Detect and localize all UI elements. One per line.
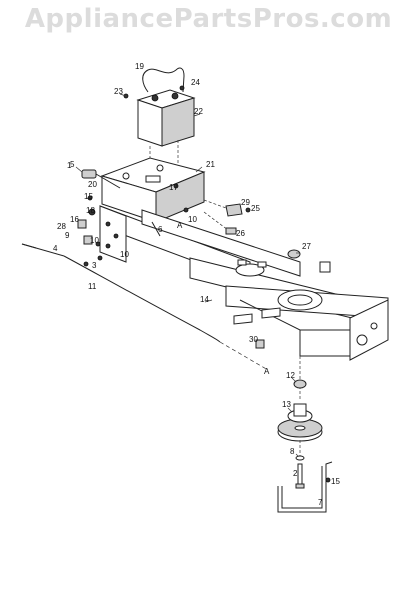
callout-17: 17 xyxy=(169,183,178,192)
callout-6: 6 xyxy=(158,225,163,234)
idler-pulley xyxy=(293,379,307,389)
right-bracket xyxy=(225,203,251,235)
callout-22: 22 xyxy=(194,107,203,116)
callout-7: 7 xyxy=(318,498,323,507)
bolt xyxy=(295,463,305,489)
callout-23: 23 xyxy=(114,87,123,96)
main-frame xyxy=(99,205,389,361)
callout-25: 25 xyxy=(251,204,260,213)
callout-24: 24 xyxy=(191,78,200,87)
front-bracket xyxy=(99,205,127,263)
callout-28: 28 xyxy=(57,222,66,231)
deck-lift-rod xyxy=(21,243,269,371)
callout-13: 13 xyxy=(282,400,291,409)
battery xyxy=(136,89,196,147)
callout-12: 12 xyxy=(286,371,295,380)
battery-cable xyxy=(142,67,185,93)
callout-14: 14 xyxy=(200,295,209,304)
callout-15: 15 xyxy=(84,192,93,201)
callout-15: 15 xyxy=(331,477,340,486)
ignition-switch xyxy=(81,169,121,189)
callout-29: 29 xyxy=(241,198,250,207)
callout-18: 18 xyxy=(86,206,95,215)
callout-A: A xyxy=(177,221,183,230)
callout-27: 27 xyxy=(302,242,311,251)
callout-2: 2 xyxy=(293,469,298,478)
engine-pulley xyxy=(277,403,323,442)
callout-26: 26 xyxy=(236,229,245,238)
callout-5: 5 xyxy=(70,160,75,169)
callout-8: 8 xyxy=(290,447,295,456)
callout-16: 16 xyxy=(70,215,79,224)
callout-10: 10 xyxy=(90,236,99,245)
callout-21: 21 xyxy=(206,160,215,169)
brake-rod xyxy=(277,461,333,513)
callout-30: 30 xyxy=(249,335,258,344)
callout-19: 19 xyxy=(135,62,144,71)
callout-labels: 1234567891010101112131415151617181920212… xyxy=(53,62,340,507)
washer xyxy=(295,455,305,461)
callout-1: 1 xyxy=(67,161,72,170)
spring-bracket xyxy=(287,249,331,273)
callout-A: A xyxy=(264,367,270,376)
callout-3: 3 xyxy=(92,261,97,270)
callout-10: 10 xyxy=(188,215,197,224)
callout-9: 9 xyxy=(65,231,70,240)
watermark: AppliancePartsPros.com xyxy=(24,4,393,34)
callout-20: 20 xyxy=(88,180,97,189)
callout-10: 10 xyxy=(120,250,129,259)
battery-nut xyxy=(179,85,185,91)
small-clip xyxy=(255,339,265,349)
callout-4: 4 xyxy=(53,244,58,253)
callout-11: 11 xyxy=(88,282,97,291)
